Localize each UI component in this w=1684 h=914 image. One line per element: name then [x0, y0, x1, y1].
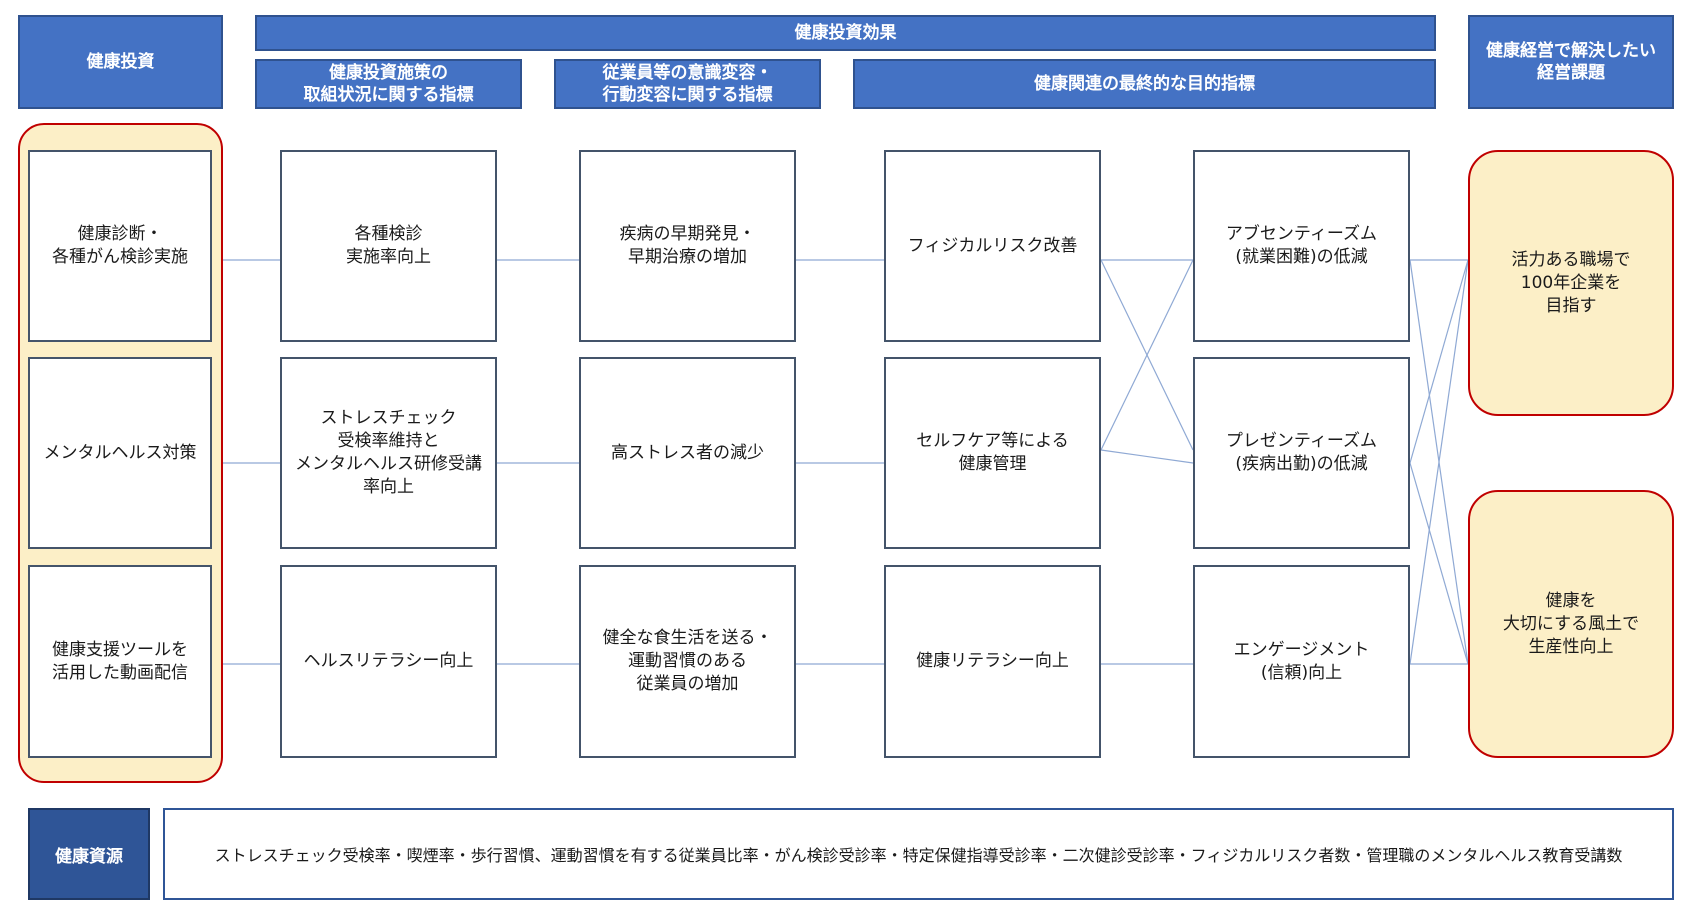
- behavior-early-detection: 疾病の早期発見・ 早期治療の増加: [579, 150, 796, 342]
- final-engagement: エンゲージメント (信頼)向上: [1193, 565, 1410, 758]
- goal-vibrant-workplace: 活力ある職場で 100年企業を 目指す: [1468, 150, 1674, 416]
- behavior-high-stress: 高ストレス者の減少: [579, 357, 796, 549]
- header-initiative-metrics: 健康投資施策の 取組状況に関する指標: [255, 59, 522, 109]
- initiative-checkup-rate: 各種検診 実施率向上: [280, 150, 497, 342]
- header-investment-effect: 健康投資効果: [255, 15, 1436, 51]
- header-final-metrics: 健康関連の最終的な目的指標: [853, 59, 1436, 109]
- connector-line: [1409, 259, 1469, 665]
- header-investment: 健康投資: [18, 15, 223, 109]
- behavior-healthy-habits: 健全な食生活を送る・ 運動習慣のある 従業員の増加: [579, 565, 796, 758]
- connector-line: [1409, 462, 1469, 665]
- connector-line: [1409, 259, 1469, 464]
- final-physical-risk: フィジカルリスク改善: [884, 150, 1101, 342]
- header-behavior-metrics: 従業員等の意識変容・ 行動変容に関する指標: [554, 59, 821, 109]
- goal-productivity: 健康を 大切にする風土で 生産性向上: [1468, 490, 1674, 758]
- final-absenteeism: アブセンティーズム (就業困難)の低減: [1193, 150, 1410, 342]
- resources-text: ストレスチェック受検率・喫煙率・歩行習慣、運動習慣を有する従業員比率・がん検診受…: [163, 808, 1674, 900]
- header-management-issues: 健康経営で解決したい 経営課題: [1468, 15, 1674, 109]
- final-health-literacy: 健康リテラシー向上: [884, 565, 1101, 758]
- final-self-care: セルフケア等による 健康管理: [884, 357, 1101, 549]
- investment-health-checkup: 健康診断・ 各種がん検診実施: [28, 150, 212, 342]
- connector-line: [1100, 259, 1194, 451]
- resources-label: 健康資源: [28, 808, 150, 900]
- initiative-health-literacy: ヘルスリテラシー向上: [280, 565, 497, 758]
- investment-mental-health: メンタルヘルス対策: [28, 357, 212, 549]
- investment-video-distribution: 健康支援ツールを 活用した動画配信: [28, 565, 212, 758]
- initiative-stress-check: ストレスチェック 受検率維持と メンタルヘルス研修受講 率向上: [280, 357, 497, 549]
- connector-line: [1100, 449, 1194, 464]
- final-presenteeism: プレゼンティーズム (疾病出勤)の低減: [1193, 357, 1410, 549]
